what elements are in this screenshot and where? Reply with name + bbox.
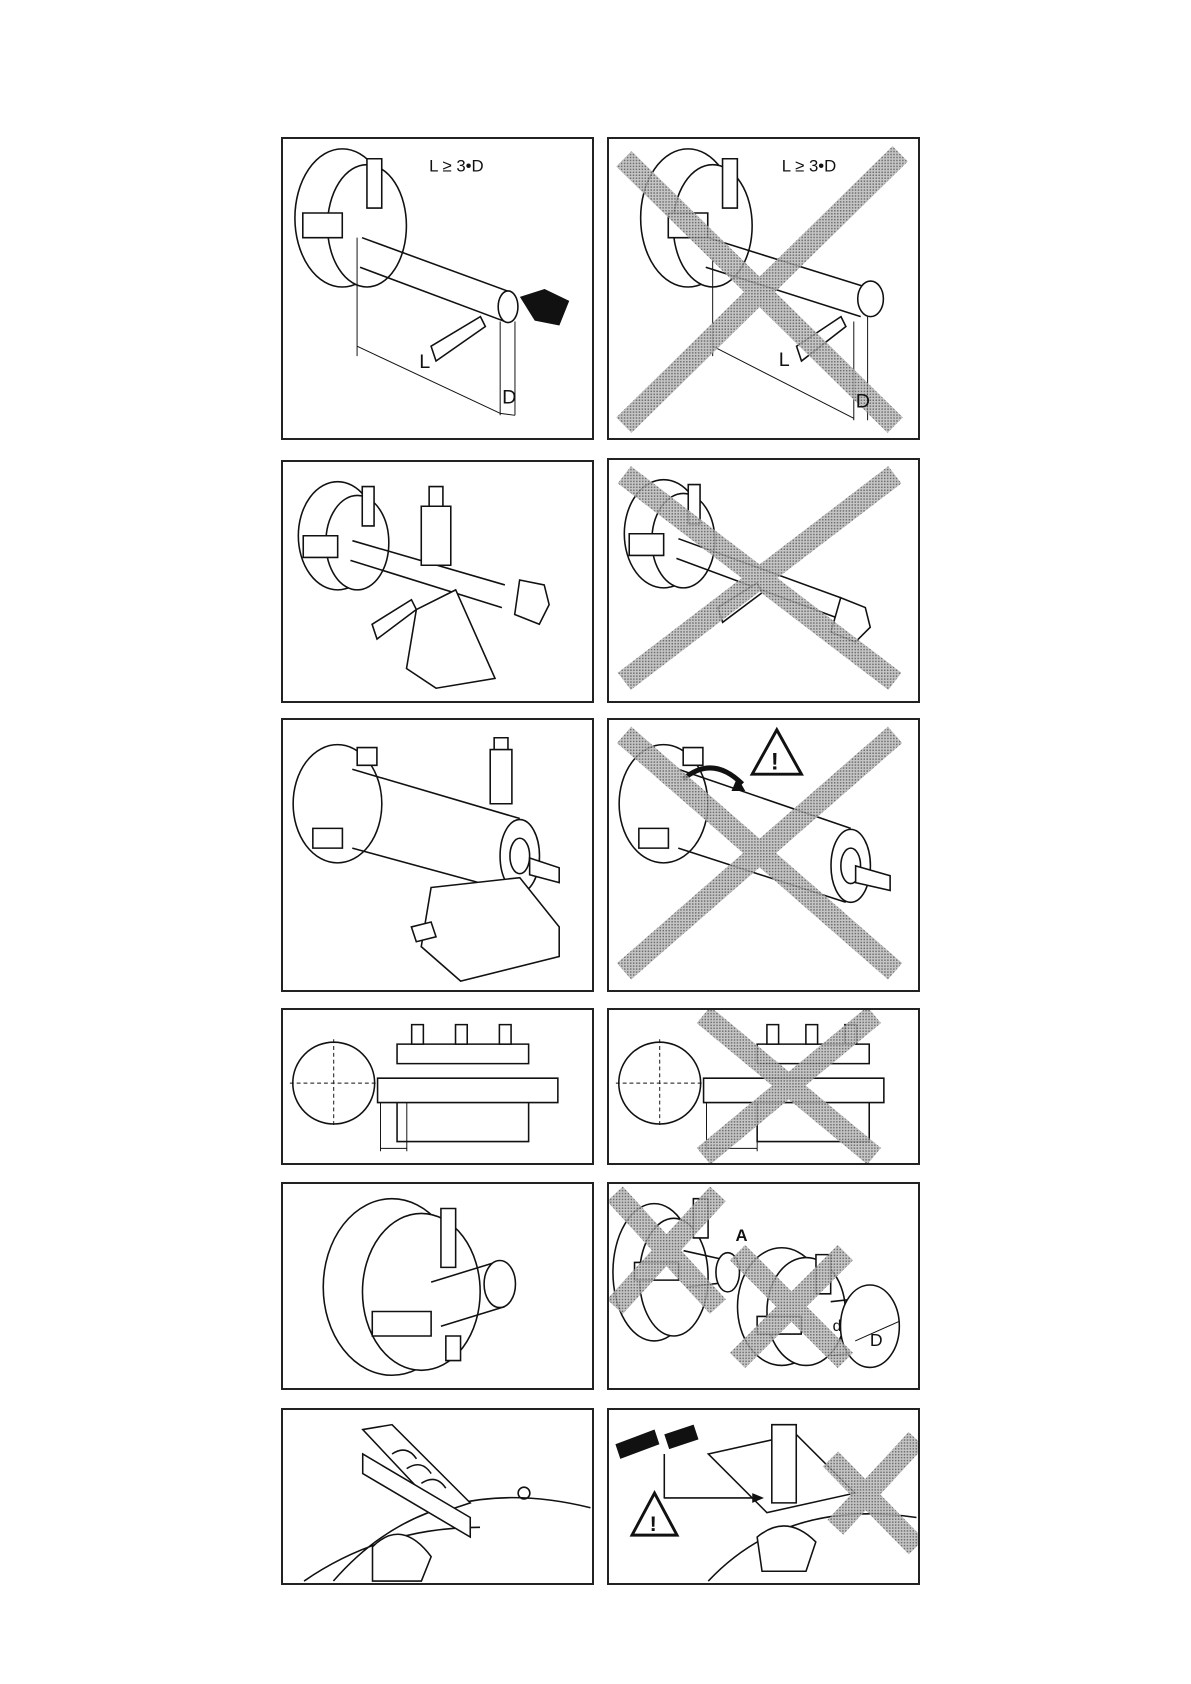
- length-label: L: [779, 349, 790, 371]
- formula-label: L ≥ 3•D: [782, 157, 837, 176]
- illustration-tailstock-support-wrong: L ≥ 3•D L D: [607, 137, 920, 440]
- illustration-large-workpiece-correct: [281, 718, 594, 992]
- illustration-chuck-clamping-correct: [281, 1182, 594, 1390]
- illustration-tool-overhang-wrong: [607, 1008, 920, 1165]
- illustration-jaw-installation-correct: [281, 1408, 594, 1585]
- large-diameter-label: D: [870, 1330, 883, 1350]
- illustration-large-workpiece-wrong: !: [607, 718, 920, 992]
- warning-triangle-icon: !: [629, 1489, 680, 1537]
- illustration-tailstock-support-correct: L ≥ 3•D L D: [281, 137, 594, 440]
- cross-out-mark: [617, 466, 902, 690]
- lathe-chuck-drawing: L ≥ 3•D L D: [294, 148, 570, 416]
- variant-label: A: [736, 1226, 748, 1245]
- cross-out-mark: [616, 146, 908, 433]
- cross-out-mark: [696, 1010, 881, 1163]
- svg-text:!: !: [771, 749, 779, 775]
- warning-triangle-icon: !: [749, 726, 804, 776]
- cross-out-mark: [616, 726, 903, 980]
- illustration-steady-rest-correct: [281, 460, 594, 703]
- cross-out-mark: [729, 1245, 854, 1369]
- diameter-label: D: [502, 386, 516, 408]
- illustration-jaw-installation-wrong: !: [607, 1408, 920, 1585]
- small-diameter-label: d: [833, 1318, 842, 1335]
- illustration-chuck-clamping-wrong: A d D: [607, 1182, 920, 1390]
- illustration-tool-overhang-correct: [281, 1008, 594, 1165]
- cross-out-mark: [822, 1432, 918, 1555]
- svg-text:!: !: [650, 1512, 657, 1536]
- illustration-steady-rest-wrong: [607, 458, 920, 703]
- diameter-label: D: [856, 390, 870, 412]
- length-label: L: [419, 351, 430, 373]
- formula-label: L ≥ 3•D: [429, 157, 484, 176]
- cross-out-mark: [609, 1186, 726, 1314]
